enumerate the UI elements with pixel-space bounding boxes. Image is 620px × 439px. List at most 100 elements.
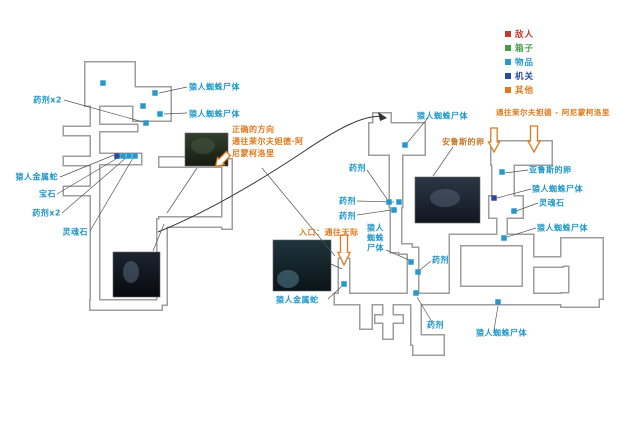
map-label: 药剂: [339, 196, 356, 206]
corridor-wall: [448, 233, 535, 299]
inset-screenshot: [414, 176, 481, 224]
item-marker: [415, 269, 421, 275]
item-marker: [152, 90, 158, 96]
connector-line: [163, 112, 188, 115]
legend-swatch-icon: [505, 59, 511, 65]
map-label: 猿人蜘蛛尸体: [537, 223, 588, 233]
connector-line: [515, 202, 539, 212]
connector-line: [496, 188, 532, 199]
connector-line: [158, 86, 188, 94]
map-label: 药剂: [339, 211, 356, 221]
connector-line: [366, 169, 388, 200]
connector-line: [385, 249, 410, 261]
direction-arrows: [214, 125, 542, 267]
note-correct-direction-line1: 正确的方向: [232, 125, 275, 134]
connector-line: [493, 305, 499, 331]
connector-line: [61, 156, 128, 214]
map-corridor-interior: [64, 62, 603, 355]
legend-item: 敌人: [505, 27, 534, 41]
item-marker: [396, 199, 402, 205]
item-marker: [114, 153, 120, 159]
item-marker: [132, 153, 138, 159]
legend-swatch-icon: [505, 87, 511, 93]
item-marker: [499, 169, 505, 175]
hollow-direction-arrow-icon: [214, 150, 232, 168]
legend-item: 箱子: [505, 41, 534, 55]
map-label: 猿人蜘蛛尸体: [189, 109, 240, 119]
item-marker: [391, 207, 397, 213]
item-marker: [511, 208, 517, 214]
item-marker: [386, 199, 392, 205]
item-marker: [402, 142, 408, 148]
item-marker: [413, 290, 419, 296]
item-marker: [491, 195, 497, 201]
legend-label: 物品: [515, 58, 535, 68]
item-marker: [157, 111, 163, 117]
screenshot-highlight: [277, 270, 299, 288]
connector-line: [406, 117, 429, 144]
connector-line: [506, 227, 537, 238]
map-label: 灵魂石: [539, 198, 565, 208]
legend-item: 机关: [505, 69, 534, 83]
connector-line: [419, 260, 432, 271]
legend-item: 其他: [505, 83, 534, 97]
legend-swatch-icon: [505, 31, 511, 37]
note-correct-direction-line2: 通往茉尔夫妲德·阿: [232, 137, 304, 146]
map-label: 药剂x2: [33, 95, 62, 105]
item-marker: [501, 235, 507, 241]
item-marker: [341, 281, 347, 287]
label-connector-lines: [56, 86, 539, 331]
connector-line: [327, 286, 342, 300]
connector-line: [330, 263, 343, 270]
map-label: 药剂: [432, 255, 449, 265]
map-label: 药剂x2: [32, 208, 61, 218]
map-label: 蜘蛛: [367, 233, 384, 243]
item-marker: [408, 259, 414, 265]
legend-label: 其他: [515, 86, 535, 96]
screenshot-highlight: [430, 189, 460, 207]
legend: 敌人箱子物品机关其他: [505, 27, 534, 97]
connector-line: [356, 209, 392, 216]
item-marker: [100, 80, 106, 86]
map-label: 亚鲁斯的卵: [529, 165, 572, 175]
item-marker: [495, 299, 501, 305]
connector-line: [59, 154, 115, 178]
note-destination-top-right: 通往茉尔夫妲德 - 阿尼蒙柯洛里: [496, 108, 610, 117]
legend-swatch-icon: [505, 73, 511, 79]
map-label: 猿人金属蛇: [276, 295, 319, 305]
connector-line: [504, 169, 529, 174]
item-marker: [143, 120, 149, 126]
item-marker: [126, 153, 132, 159]
map-label: 药剂: [349, 163, 366, 173]
hollow-direction-arrow-icon: [487, 127, 501, 154]
map-label: 猿人蜘蛛尸体: [417, 111, 468, 121]
hollow-direction-arrow-icon: [336, 234, 352, 267]
note-correct-direction: 正确的方向 通往茉尔夫妲德·阿 尼蒙柯洛里: [232, 124, 304, 160]
map-label: 安鲁斯的卵: [442, 137, 485, 147]
route-arrowhead-icon: [378, 112, 387, 121]
connector-line: [63, 99, 144, 123]
map-label: 猿人蜘蛛尸体: [532, 184, 583, 194]
screenshot-highlight: [191, 138, 215, 154]
route-curve-arrow: [157, 112, 387, 233]
corridor-floor: [450, 235, 533, 297]
legend-label: 箱子: [515, 44, 535, 54]
map-label: 猿人: [367, 223, 384, 233]
item-marker: [140, 103, 146, 109]
connector-line: [56, 155, 122, 195]
legend-label: 敌人: [515, 30, 535, 40]
map-label: 猿人蜘蛛尸体: [189, 82, 240, 92]
connector-line: [166, 167, 198, 214]
screenshot-highlight: [123, 261, 139, 283]
legend-swatch-icon: [505, 45, 511, 51]
item-marker: [120, 153, 126, 159]
map-label: 宝石: [39, 189, 56, 199]
connector-line: [152, 223, 165, 252]
note-correct-direction-line3: 尼蒙柯洛里: [232, 149, 275, 158]
legend-item: 物品: [505, 55, 534, 69]
route-curve: [157, 115, 386, 233]
map-label: 猿人蜘蛛尸体: [476, 328, 527, 338]
hollow-direction-arrow-icon: [526, 125, 542, 154]
